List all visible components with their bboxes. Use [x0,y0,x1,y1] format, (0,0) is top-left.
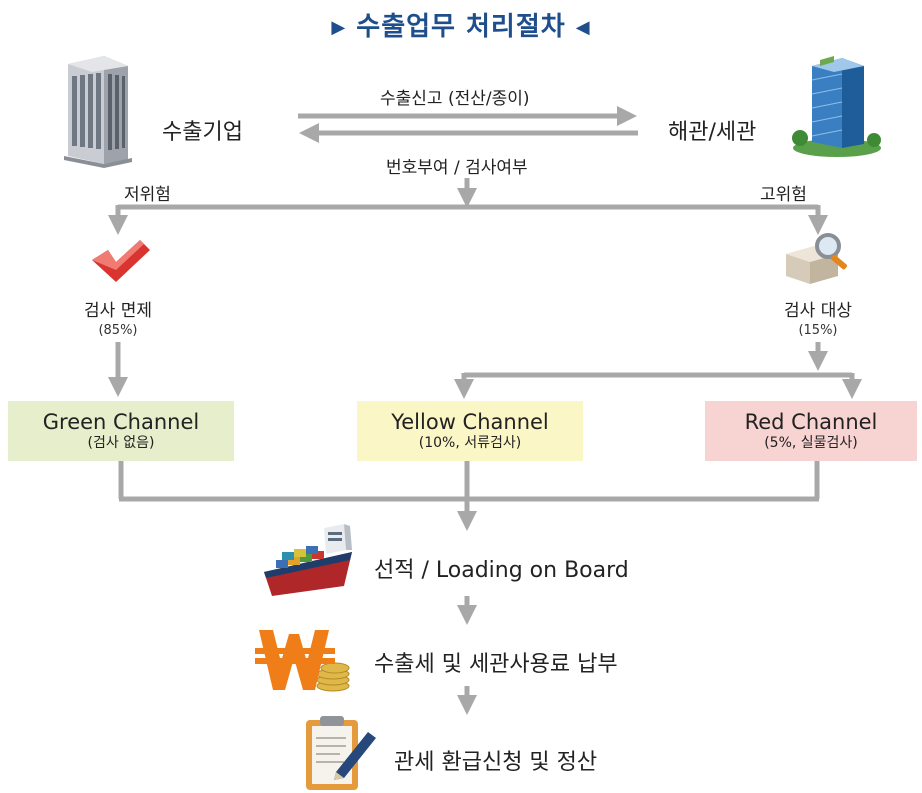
page-title: ▶ 수출업무 처리절차 ◀ [0,6,922,43]
red-channel-desc: (5%, 실물검사) [764,435,858,451]
title-text: 수출업무 처리절차 [356,12,566,42]
tax-payment-step-label: 수출세 및 세관사용료 납부 [374,652,618,677]
red-channel-box: Red Channel (5%, 실물검사) [705,401,917,461]
title-left-mark: ▶ [331,17,347,38]
exempt-percent: (85%) [98,323,138,338]
customs-label: 해관/세관 [668,120,757,145]
yellow-channel-box: Yellow Channel (10%, 서류검사) [357,401,583,461]
inspect-percent: (15%) [798,323,838,338]
exporter-label: 수출기업 [162,120,243,145]
ship-icon [264,524,352,596]
red-channel-name: Red Channel [744,410,878,434]
yellow-channel-desc: (10%, 서류검사) [418,435,522,451]
declaration-label: 수출신고 (전산/종이) [380,89,530,109]
won-coins-icon [255,630,350,692]
green-channel-box: Green Channel (검사 없음) [8,401,234,461]
low-risk-label: 저위험 [124,185,171,205]
refund-step-label: 관세 환급신청 및 정산 [394,750,598,775]
inspect-label: 검사 대상 [784,301,852,321]
loading-step-label: 선적 / Loading on Board [374,558,629,583]
title-right-mark: ◀ [575,17,591,38]
yellow-channel-name: Yellow Channel [391,410,549,434]
office-building-icon [64,56,132,168]
magnifier-box-icon [786,233,847,284]
high-risk-label: 고위험 [760,185,807,205]
green-channel-name: Green Channel [42,410,200,434]
exempt-label: 검사 면제 [84,301,152,321]
number-inspection-label: 번호부여 / 검사여부 [386,158,528,178]
clipboard-pen-icon [306,716,376,790]
checkmark-icon [92,240,150,282]
glass-tower-icon [792,56,881,157]
green-channel-desc: (검사 없음) [87,435,155,451]
